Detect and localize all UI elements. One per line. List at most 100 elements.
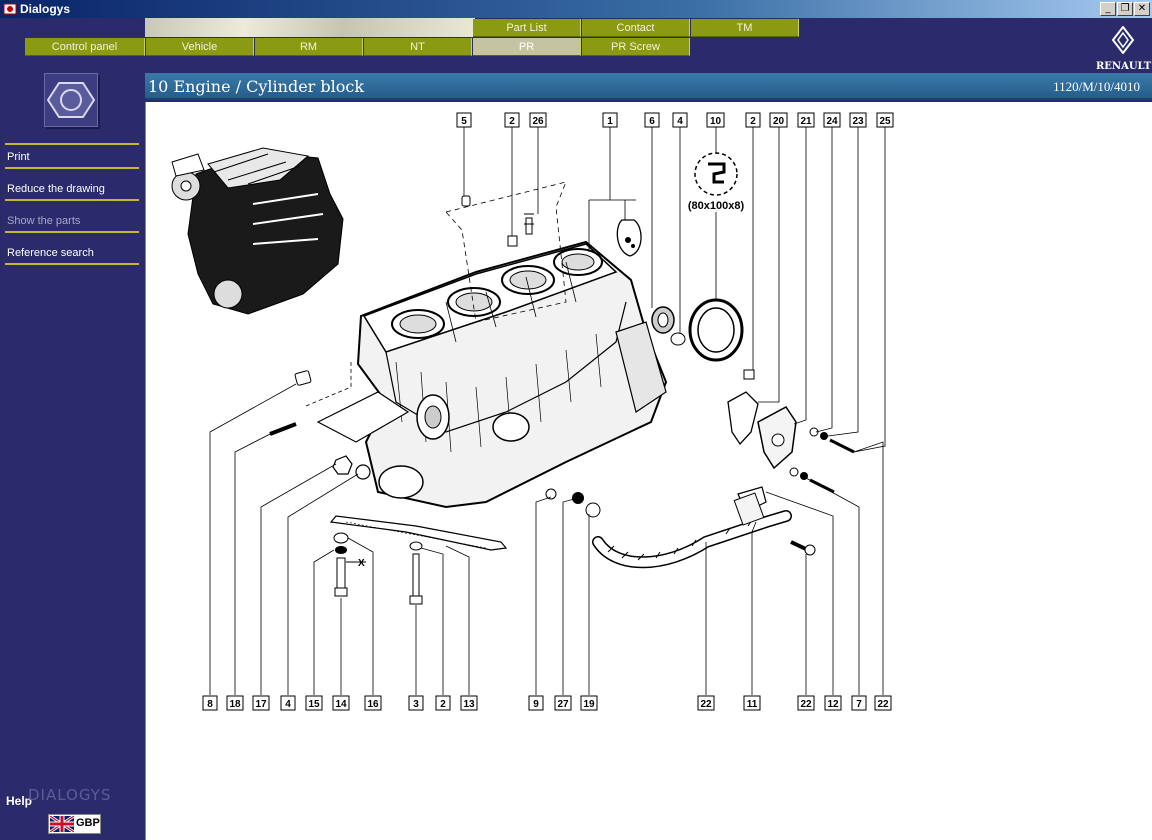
part-label[interactable]: 27 bbox=[554, 695, 572, 711]
svg-text:7: 7 bbox=[856, 699, 862, 710]
svg-text:12: 12 bbox=[827, 699, 839, 710]
engine-thumbnail bbox=[171, 147, 344, 315]
svg-text:18: 18 bbox=[229, 699, 241, 710]
part-label[interactable]: 2 bbox=[504, 112, 520, 128]
svg-text:4: 4 bbox=[677, 116, 683, 127]
window-title: Dialogys bbox=[20, 2, 71, 16]
svg-text:3: 3 bbox=[413, 699, 419, 710]
drawing-panel: (80x100x8) bbox=[145, 102, 1152, 840]
svg-text:9: 9 bbox=[533, 699, 539, 710]
currency-code: GBP bbox=[76, 817, 100, 829]
bottom-part-labels: 8 18 17 4 15 14 16 3 2 13 9 27 19 22 11 … bbox=[202, 695, 892, 711]
part-label[interactable]: 24 bbox=[823, 112, 841, 128]
currency-selector[interactable]: GBP bbox=[48, 814, 101, 834]
header: Part List Contact TM Control panel Vehic… bbox=[0, 18, 1152, 73]
svg-text:21: 21 bbox=[800, 116, 812, 127]
menu-reduce-drawing[interactable]: Reduce the drawing bbox=[5, 177, 139, 201]
svg-text:22: 22 bbox=[877, 699, 889, 710]
part-label[interactable]: 11 bbox=[743, 695, 761, 711]
svg-text:16: 16 bbox=[367, 699, 379, 710]
dialogys-watermark: DIALOGYS bbox=[28, 786, 112, 804]
part-label[interactable]: 2 bbox=[435, 695, 451, 711]
part-label[interactable]: 6 bbox=[644, 112, 660, 128]
part-label[interactable]: 17 bbox=[252, 695, 270, 711]
svg-text:4: 4 bbox=[285, 699, 291, 710]
part-label[interactable]: 16 bbox=[364, 695, 382, 711]
svg-text:24: 24 bbox=[826, 116, 838, 127]
seal-symbol-icon bbox=[694, 152, 738, 196]
part-label[interactable]: 7 bbox=[851, 695, 867, 711]
logo-text: RENAULT bbox=[1096, 61, 1152, 72]
tab-tm[interactable]: TM bbox=[691, 19, 799, 37]
tab-vehicle[interactable]: Vehicle bbox=[146, 38, 254, 56]
svg-text:17: 17 bbox=[255, 699, 267, 710]
tab-pr[interactable]: PR bbox=[473, 38, 581, 56]
tab-pr-screw[interactable]: PR Screw bbox=[582, 38, 690, 56]
part-label[interactable]: 22 bbox=[874, 695, 892, 711]
head-outline bbox=[445, 181, 567, 323]
tab-contact[interactable]: Contact bbox=[582, 19, 690, 37]
part-label[interactable]: 9 bbox=[528, 695, 544, 711]
leader-lines bbox=[209, 127, 886, 695]
svg-text:19: 19 bbox=[583, 699, 595, 710]
minimize-button[interactable]: _ bbox=[1100, 2, 1116, 16]
restore-button[interactable]: ❐ bbox=[1117, 2, 1133, 16]
svg-text:2: 2 bbox=[440, 699, 446, 710]
part-label[interactable]: 3 bbox=[408, 695, 424, 711]
part-label[interactable]: 4 bbox=[672, 112, 688, 128]
part-label[interactable]: 5 bbox=[456, 112, 472, 128]
part-label[interactable]: 8 bbox=[202, 695, 218, 711]
svg-text:1: 1 bbox=[607, 116, 613, 127]
hex-nut-icon[interactable] bbox=[44, 73, 98, 127]
side-bolts bbox=[269, 362, 352, 436]
header-decoration bbox=[145, 18, 475, 37]
menu-reference-search[interactable]: Reference search bbox=[5, 241, 139, 265]
close-button[interactable]: ✕ bbox=[1134, 2, 1150, 16]
part-label[interactable]: 22 bbox=[697, 695, 715, 711]
app-icon bbox=[3, 3, 17, 15]
part-label[interactable]: 4 bbox=[280, 695, 296, 711]
tab-part-list[interactable]: Part List bbox=[473, 19, 581, 37]
page-title: 10 Engine / Cylinder block bbox=[148, 77, 365, 96]
part-label[interactable]: 22 bbox=[797, 695, 815, 711]
svg-text:5: 5 bbox=[461, 116, 467, 127]
part-label[interactable]: 2 bbox=[745, 112, 761, 128]
svg-text:15: 15 bbox=[308, 699, 320, 710]
part-label[interactable]: 12 bbox=[824, 695, 842, 711]
part-label[interactable]: 13 bbox=[460, 695, 478, 711]
part-label[interactable]: 26 bbox=[529, 112, 547, 128]
menu-print[interactable]: Print bbox=[5, 145, 139, 169]
svg-text:22: 22 bbox=[700, 699, 712, 710]
svg-text:27: 27 bbox=[557, 699, 569, 710]
pump-housing bbox=[727, 391, 855, 494]
lower-hardware: X bbox=[329, 455, 601, 605]
part-label[interactable]: 21 bbox=[797, 112, 815, 128]
part-label[interactable]: 18 bbox=[226, 695, 244, 711]
page-reference: 1120/M/10/4010 bbox=[1053, 79, 1140, 94]
part-label[interactable]: 20 bbox=[769, 112, 788, 128]
uk-flag-icon bbox=[50, 816, 74, 832]
menu-show-parts: Show the parts bbox=[5, 209, 139, 233]
part-label[interactable]: 10 bbox=[706, 112, 725, 128]
tab-rm[interactable]: RM bbox=[255, 38, 363, 56]
svg-text:22: 22 bbox=[800, 699, 812, 710]
menu-divider bbox=[5, 143, 139, 145]
part-label[interactable]: 25 bbox=[876, 112, 894, 128]
menu-reduce-label: Reduce the drawing bbox=[7, 183, 105, 195]
svg-text:13: 13 bbox=[463, 699, 475, 710]
cylinder-block bbox=[316, 240, 668, 509]
part-label[interactable]: 19 bbox=[580, 695, 598, 711]
svg-text:25: 25 bbox=[879, 116, 891, 127]
svg-text:2: 2 bbox=[750, 116, 756, 127]
help-link[interactable]: Help bbox=[6, 794, 33, 808]
tab-control-panel[interactable]: Control panel bbox=[25, 38, 145, 56]
part-label[interactable]: 1 bbox=[602, 112, 618, 128]
part-label[interactable]: 15 bbox=[305, 695, 323, 711]
tab-nt[interactable]: NT bbox=[364, 38, 472, 56]
crankshaft-seals bbox=[651, 298, 755, 380]
gasket-bag bbox=[588, 199, 642, 257]
part-label[interactable]: 23 bbox=[849, 112, 867, 128]
part-label[interactable]: 14 bbox=[332, 695, 350, 711]
dimension-mark: X bbox=[358, 558, 365, 569]
